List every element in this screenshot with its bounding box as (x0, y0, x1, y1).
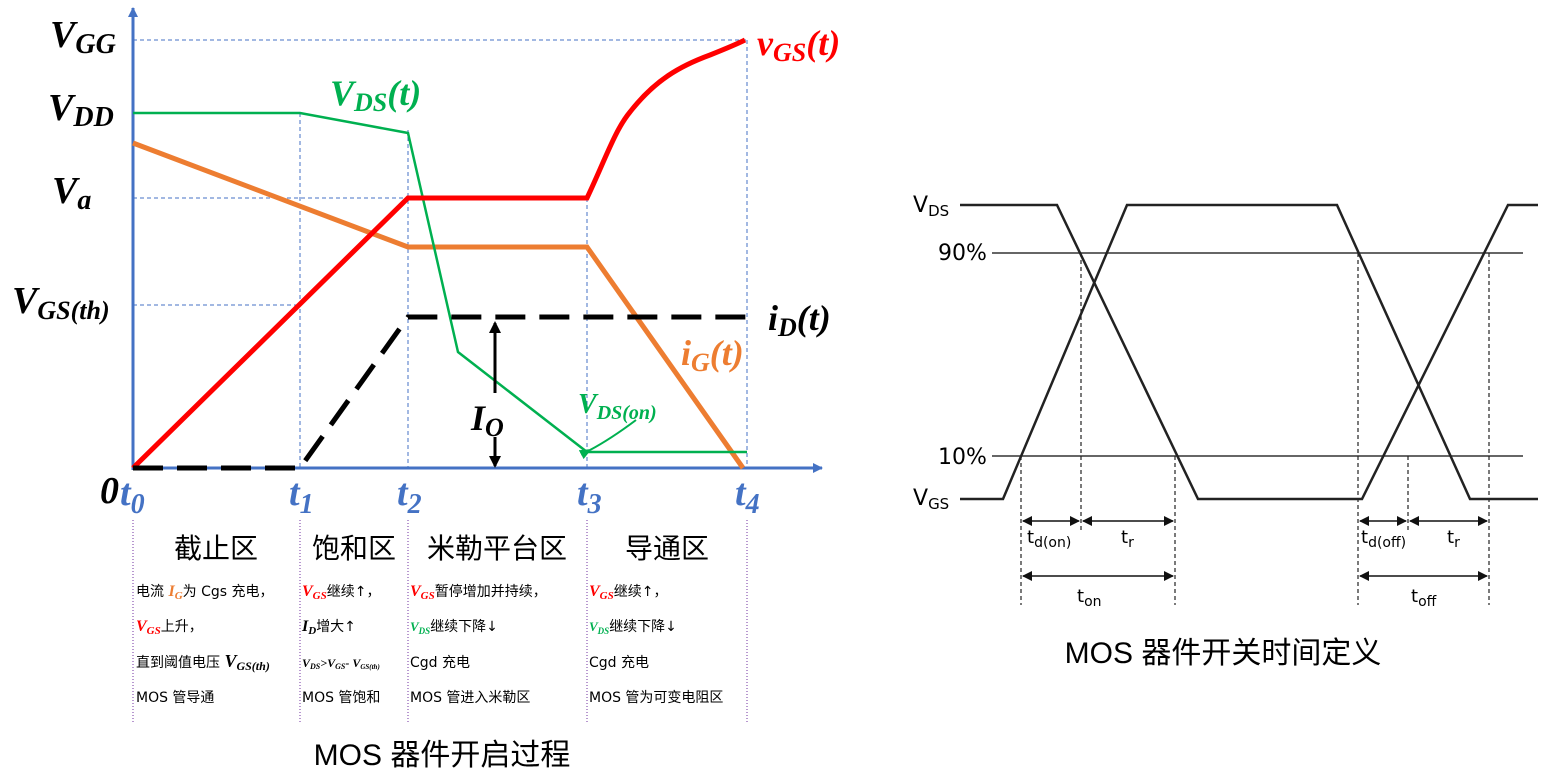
right-caption: MOS 器件开关时间定义 (1065, 637, 1382, 670)
label-t2: t2 (397, 472, 422, 520)
time-markers (1020, 253, 1490, 605)
label-tr-2: tr (1447, 527, 1460, 551)
label-10pct: 10% (938, 445, 987, 470)
interval-arrows (1022, 516, 1488, 581)
label-vgs-right: VGS (913, 486, 949, 513)
saturation-line-3: VDS>VGS- VGS(th) (302, 656, 380, 671)
label-vgg: VGG (50, 14, 116, 60)
saturation-line-2: ID增大↑ (301, 618, 356, 637)
label-zero: 0 (100, 470, 119, 512)
label-vgs-t: vGS(t) (757, 23, 840, 67)
label-io: IO (470, 398, 504, 442)
vgs-waveform (960, 203, 1538, 501)
label-td-on: td(on) (1027, 527, 1071, 551)
miller-line-1: VGS暂停增加并持续， (410, 583, 547, 602)
region-title-ohmic: 导通区 (625, 532, 709, 565)
label-t4: t4 (735, 472, 760, 520)
ohmic-line-4: MOS 管为可变电阻区 (589, 690, 723, 706)
miller-line-2: VDS继续下降↓ (410, 618, 498, 636)
label-vds-right: VDS (913, 193, 949, 220)
ig-curve (132, 140, 746, 470)
region-dividers (132, 520, 748, 722)
cutoff-line-1: 电流 IG为 Cgs 充电， (136, 583, 274, 602)
label-toff: toff (1411, 586, 1437, 610)
left-caption: MOS 器件开启过程 (314, 739, 571, 772)
switching-time-diagram: VDS 90% 10% VGS td(on) tr ton td(off) tr… (913, 193, 1538, 670)
label-ton: ton (1077, 586, 1102, 610)
region-descriptions: 电流 IG为 Cgs 充电， VGS上升， 直到阈值电压 VGS(th) MOS… (136, 583, 723, 706)
miller-line-4: MOS 管进入米勒区 (410, 690, 530, 706)
region-title-saturation: 饱和区 (312, 532, 396, 565)
label-tr-1: tr (1121, 527, 1134, 551)
label-id-t: iD(t) (768, 298, 831, 342)
label-vdson: VDS(on) (578, 389, 657, 424)
label-t1: t1 (289, 472, 314, 520)
label-vdd: VDD (48, 87, 114, 133)
vdson-pointer (578, 419, 637, 460)
vds-waveform (960, 203, 1538, 501)
ohmic-line-1: VGS继续↑， (589, 583, 667, 602)
saturation-line-1: VGS继续↑， (302, 583, 380, 602)
label-td-off: td(off) (1361, 527, 1406, 551)
label-vgsth: VGS(th) (12, 280, 110, 325)
saturation-line-4: MOS 管饱和 (302, 690, 380, 706)
region-title-miller: 米勒平台区 (427, 532, 567, 565)
cutoff-line-3: 直到阈值电压 VGS(th) (136, 651, 270, 673)
ohmic-line-2: VDS继续下降↓ (589, 618, 677, 636)
label-ig-t: iG(t) (681, 333, 744, 377)
label-t0: t0 (120, 472, 145, 520)
region-titles: 截止区 饱和区 米勒平台区 导通区 (174, 532, 709, 565)
vgs-curve (131, 37, 747, 470)
label-vds-t: VDS(t) (330, 73, 421, 117)
cutoff-line-2: VGS上升， (136, 618, 203, 637)
cutoff-line-4: MOS 管导通 (136, 690, 214, 706)
mos-turn-on-diagram: VGG VDD Va VGS(th) 0 t0 t1 t2 t3 t4 vGS(… (12, 7, 840, 772)
switching-labels: VDS 90% 10% VGS td(on) tr ton td(off) tr… (913, 193, 1460, 610)
miller-line-3: Cgd 充电 (410, 655, 470, 671)
label-va: Va (52, 170, 91, 216)
vds-curve (133, 111, 747, 454)
ohmic-line-3: Cgd 充电 (589, 655, 649, 671)
label-90pct: 90% (938, 241, 987, 266)
reference-lines (992, 252, 1523, 457)
region-title-cutoff: 截止区 (174, 532, 258, 565)
label-t3: t3 (577, 472, 602, 520)
